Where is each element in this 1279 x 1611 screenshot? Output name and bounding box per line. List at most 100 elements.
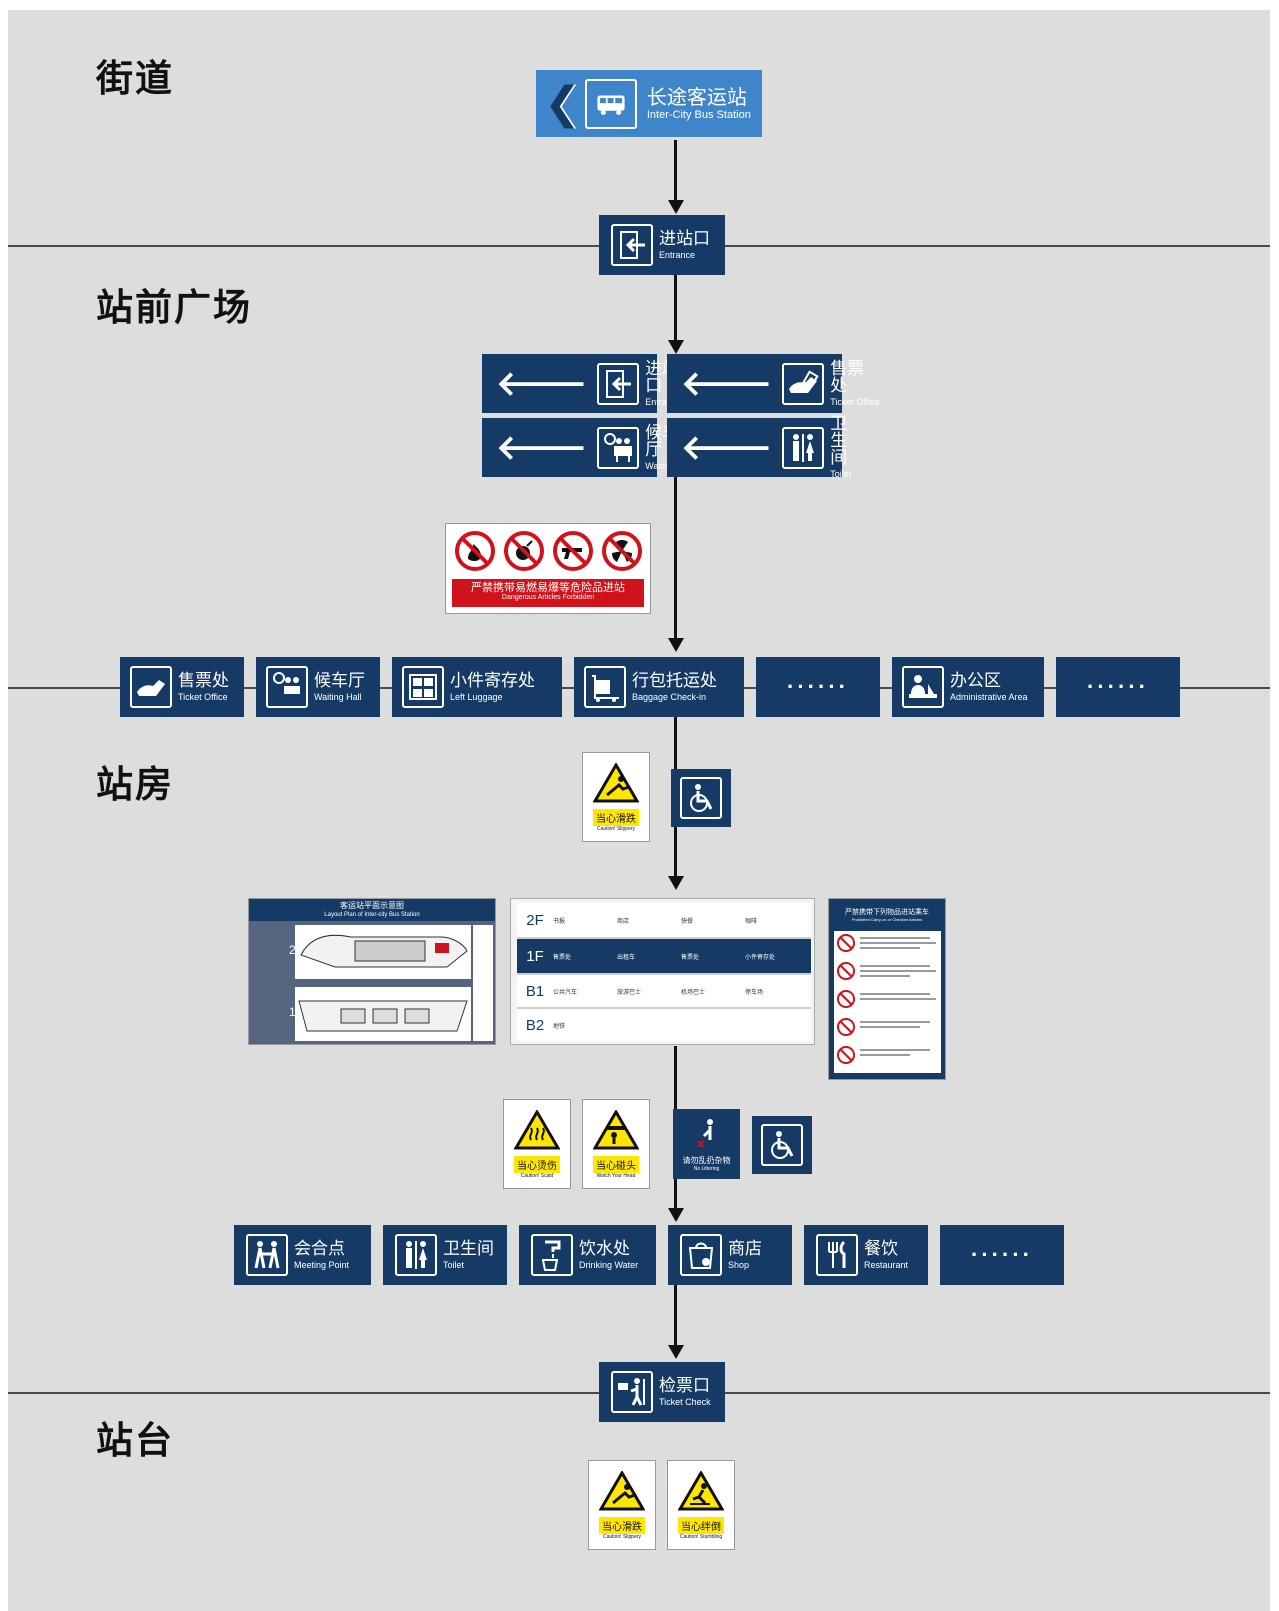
layout-floor-lower: 1 [289, 1005, 296, 1019]
zone-building-label: 站房 [96, 763, 174, 806]
sign-label-en: Drinking Water [579, 1259, 639, 1270]
toilet-icon [782, 426, 825, 469]
warning-label-en: Caution! Scald [520, 1173, 554, 1179]
zone-platform-label: 站台 [96, 1419, 174, 1462]
flow-line [674, 1283, 677, 1345]
warning-label-zh: 当心滑跌 [593, 809, 639, 826]
dangerous-articles-sign: 严禁携带易燃易爆等危险品进站 Dangerous Articles Forbid… [445, 523, 651, 614]
sign-label-zh: 行包托运处 [632, 670, 717, 691]
sign-label-en: Shop [728, 1259, 750, 1270]
forbidden-sign-en: Dangerous Articles Forbidden [501, 594, 595, 602]
shop-bag-icon [680, 1234, 722, 1276]
floor-label: B2 [525, 1016, 545, 1034]
no-littering-sign: 请勿乱扔杂物 No Littering [673, 1109, 740, 1179]
entrance-zh: 进站口 [659, 228, 710, 249]
floor-item: 停车场 [745, 989, 764, 996]
zone-plaza-label: 站前广场 [96, 286, 252, 329]
flow-line [674, 140, 677, 200]
flow-arrow [668, 1345, 684, 1359]
entrance-door-icon [611, 224, 653, 266]
sign-label-zh: 卫生间 [443, 1238, 494, 1259]
floor-item: 商店 [617, 918, 630, 925]
accessible-sign [752, 1116, 812, 1174]
sign-label-zh: 会合点 [294, 1238, 345, 1259]
ticket-hand-icon [130, 666, 172, 708]
floor-plan-map [295, 925, 471, 979]
arrow-left-icon: 🡐 [681, 428, 773, 467]
meeting-point-icon [246, 1234, 288, 1276]
sign-label-en: Restaurant [864, 1259, 909, 1270]
floor-row-b1: B1 公共汽车 旅游巴士 机场巴士 停车场 [517, 975, 811, 1007]
flow-line [674, 476, 677, 638]
warning-label-zh: 当心烫伤 [514, 1156, 560, 1173]
entrance-sign: 进站口 Entrance [599, 215, 725, 275]
ticket-hand-icon [782, 362, 825, 405]
accessible-sign [671, 769, 731, 827]
floor-label: B1 [525, 982, 545, 1000]
street-bus-station-sign: ❮ 长途客运站 Inter-City Bus Station [536, 70, 762, 137]
chevron-left-icon: ❮ [544, 79, 581, 128]
no-flammable-icon [454, 531, 495, 571]
zone-street-label: 街道 [96, 57, 174, 100]
sign-label-en: Meeting Point [294, 1259, 350, 1270]
warning-label-en: Watch Your Head [596, 1173, 636, 1179]
flow-arrow [668, 340, 684, 354]
service-row-more: ······ [940, 1225, 1064, 1285]
floor-item: 售票处 [681, 954, 700, 961]
flow-arrow [668, 1208, 684, 1222]
floor-item: 书报 [553, 918, 566, 925]
street-sign-zh: 长途客运站 [646, 84, 747, 109]
warning-label-zh: 当心绊倒 [678, 1517, 724, 1534]
warning-stumbling-sign: 当心绊倒 Caution! Stumbling [667, 1460, 735, 1550]
prohibited-board-subtitle: Prohibited Carry-on or Checked Articles [851, 917, 923, 922]
sign-label-zh: 售票处 [830, 358, 865, 396]
ticket-check-zh: 检票口 [659, 1375, 710, 1396]
more-dots: ······ [787, 674, 849, 699]
no-littering-zh: 请勿乱扔杂物 [682, 1155, 731, 1165]
warning-label-zh: 当心滑跌 [599, 1517, 645, 1534]
prohibited-list [834, 931, 941, 1073]
floor-item: 公共汽车 [553, 989, 578, 996]
flow-line [674, 275, 677, 340]
flow-arrow [668, 876, 684, 890]
prohibited-articles-board: 严禁携带下列物品进站乘车 Prohibited Carry-on or Chec… [828, 898, 946, 1080]
floor-item: 售票处 [553, 954, 572, 961]
restaurant-icon [816, 1234, 858, 1276]
warning-scald-sign: 当心烫伤 Caution! Scald [503, 1099, 571, 1189]
sign-label-en: Administrative Area [950, 691, 1028, 702]
drinking-water-icon [531, 1234, 573, 1276]
waiting-hall-icon [266, 666, 308, 708]
sign-label-en: Toilet [830, 469, 852, 479]
arrow-left-icon: 🡐 [681, 364, 773, 403]
floor-item: 小件寄存处 [745, 954, 776, 961]
flow-arrow [668, 200, 684, 214]
prohibited-board-title: 严禁携带下列物品进站乘车 [845, 908, 929, 916]
floor-label: 2F [526, 911, 544, 929]
floor-item: 机场巴士 [681, 989, 706, 996]
no-explosive-icon [503, 531, 544, 571]
building-row-more: ······ [756, 657, 880, 717]
sign-label-zh: 餐饮 [864, 1238, 898, 1259]
layout-plan-subtitle: Layout Plan of Inter-city Bus Station [324, 912, 420, 918]
floor-item: 咖啡 [745, 918, 758, 925]
warning-slippery-sign: 当心滑跌 Caution! Slippery [582, 752, 650, 842]
street-sign-en: Inter-City Bus Station [646, 108, 751, 121]
toilet-icon [395, 1234, 437, 1276]
plan-legend [473, 925, 493, 1041]
warning-slippery-sign: 当心滑跌 Caution! Slippery [588, 1460, 656, 1550]
sign-label-zh: 候车厅 [314, 670, 365, 691]
floor-directory-board: 2F 书报 商店 快餐 咖啡 1F 售票处 出租车 售票处 小件寄存处 B1 公… [510, 898, 815, 1045]
layout-plan-board: 客运站平面示意图 Layout Plan of Inter-city Bus S… [248, 898, 496, 1045]
entrance-en: Entrance [659, 249, 696, 260]
sign-label-zh: 饮水处 [579, 1238, 630, 1259]
sign-label-en: Waiting Hall [314, 691, 362, 702]
